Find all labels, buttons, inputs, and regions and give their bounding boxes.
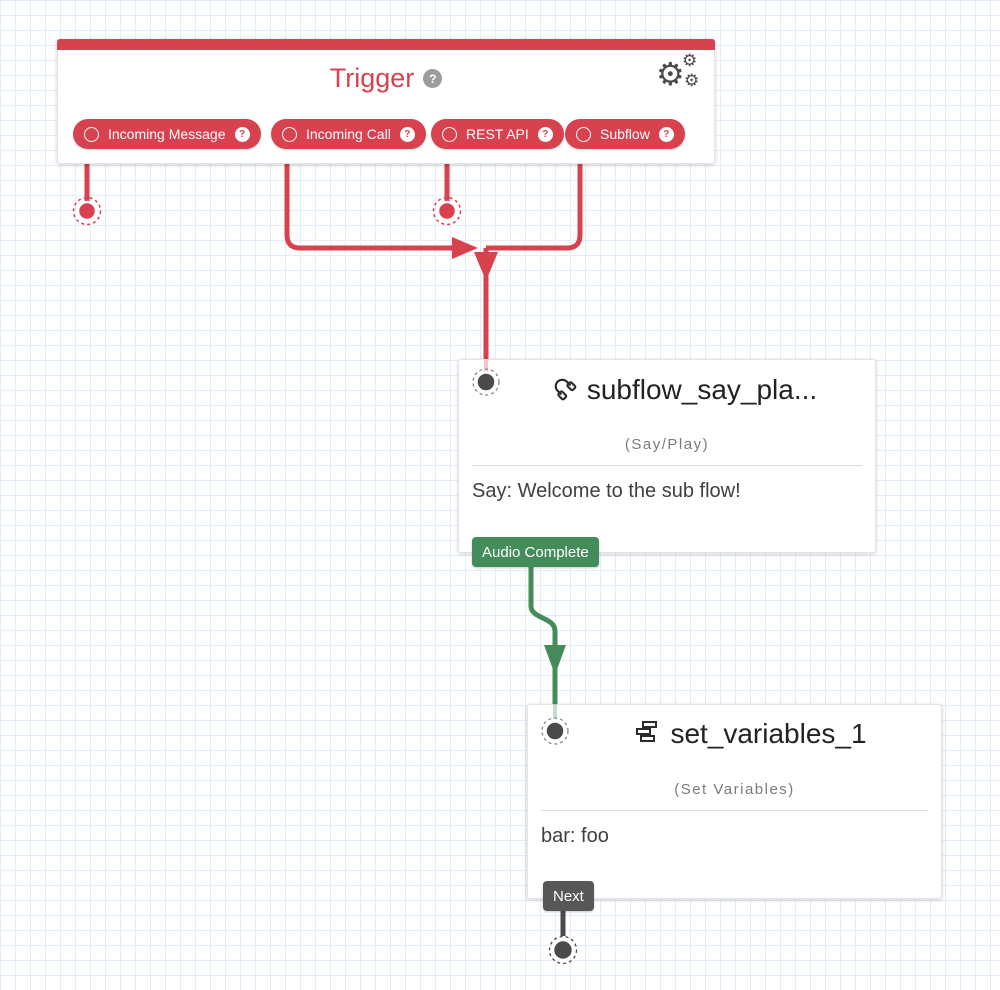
trigger-title: Trigger: [329, 63, 415, 93]
connector-line: [284, 147, 452, 251]
widget-type-label: (Say/Play): [624, 436, 710, 453]
connector-dot-incoming-message[interactable]: [72, 196, 102, 226]
help-icon[interactable]: ?: [423, 69, 443, 88]
gear-icon: ⚙: [656, 56, 685, 92]
arrowhead-right-icon: [452, 237, 478, 259]
arrowhead-down-icon: [544, 645, 566, 675]
pill-label: Subflow: [600, 126, 650, 142]
help-icon[interactable]: ?: [399, 126, 415, 142]
trigger-settings-button[interactable]: ⚙ ⚙ ⚙: [656, 51, 702, 96]
radio-circle-icon: [282, 126, 297, 142]
help-icon[interactable]: ?: [537, 126, 553, 142]
widget-type-label: (Set Variables): [674, 781, 795, 798]
pill-label: REST API: [466, 126, 529, 142]
trigger-accent-bar: [57, 39, 715, 50]
gear-icon: ⚙: [682, 51, 698, 70]
widget-title: subflow_say_pla...: [586, 373, 818, 405]
trigger-widget[interactable]: Trigger ? ⚙ ⚙ ⚙ Incoming Message ? Incom…: [57, 39, 715, 164]
widget-body-text: Say: Welcome to the sub flow!: [472, 480, 741, 502]
trigger-pill-incoming-call[interactable]: Incoming Call ?: [271, 119, 426, 149]
arrowhead-down-icon: [474, 252, 498, 281]
radio-circle-icon: [576, 126, 591, 142]
trigger-pill-subflow[interactable]: Subflow ?: [565, 119, 685, 149]
connector-line: [528, 566, 558, 718]
trigger-pill-incoming-message[interactable]: Incoming Message ?: [73, 119, 261, 149]
set-variables-icon: [634, 719, 660, 750]
connector-line: [486, 147, 583, 251]
input-dot-say-play[interactable]: [472, 368, 500, 396]
pill-label: Incoming Message: [108, 126, 226, 142]
pill-label: Incoming Call: [306, 126, 391, 142]
radio-circle-icon: [84, 126, 99, 142]
connector-dot-rest-api[interactable]: [432, 196, 462, 226]
phone-icon: [549, 373, 577, 406]
widget-body-text: bar: foo: [541, 825, 609, 847]
input-dot-set-variables[interactable]: [541, 717, 569, 745]
widget-subflow-say-play[interactable]: subflow_say_pla... (Say/Play) Say: Welco…: [458, 359, 876, 567]
widget-set-variables[interactable]: set_variables_1 (Set Variables) bar: foo…: [527, 704, 942, 911]
divider: [472, 465, 862, 466]
gear-icon: ⚙: [684, 71, 700, 90]
widget-title: set_variables_1: [670, 718, 867, 749]
radio-circle-icon: [442, 126, 457, 142]
help-icon[interactable]: ?: [234, 126, 250, 142]
help-icon[interactable]: ?: [658, 126, 674, 142]
divider: [541, 810, 928, 811]
transition-audio-complete[interactable]: Audio Complete: [472, 537, 599, 567]
transition-next[interactable]: Next: [543, 881, 594, 911]
trigger-pill-rest-api[interactable]: REST API ?: [431, 119, 564, 149]
output-dot-next[interactable]: [548, 935, 578, 965]
